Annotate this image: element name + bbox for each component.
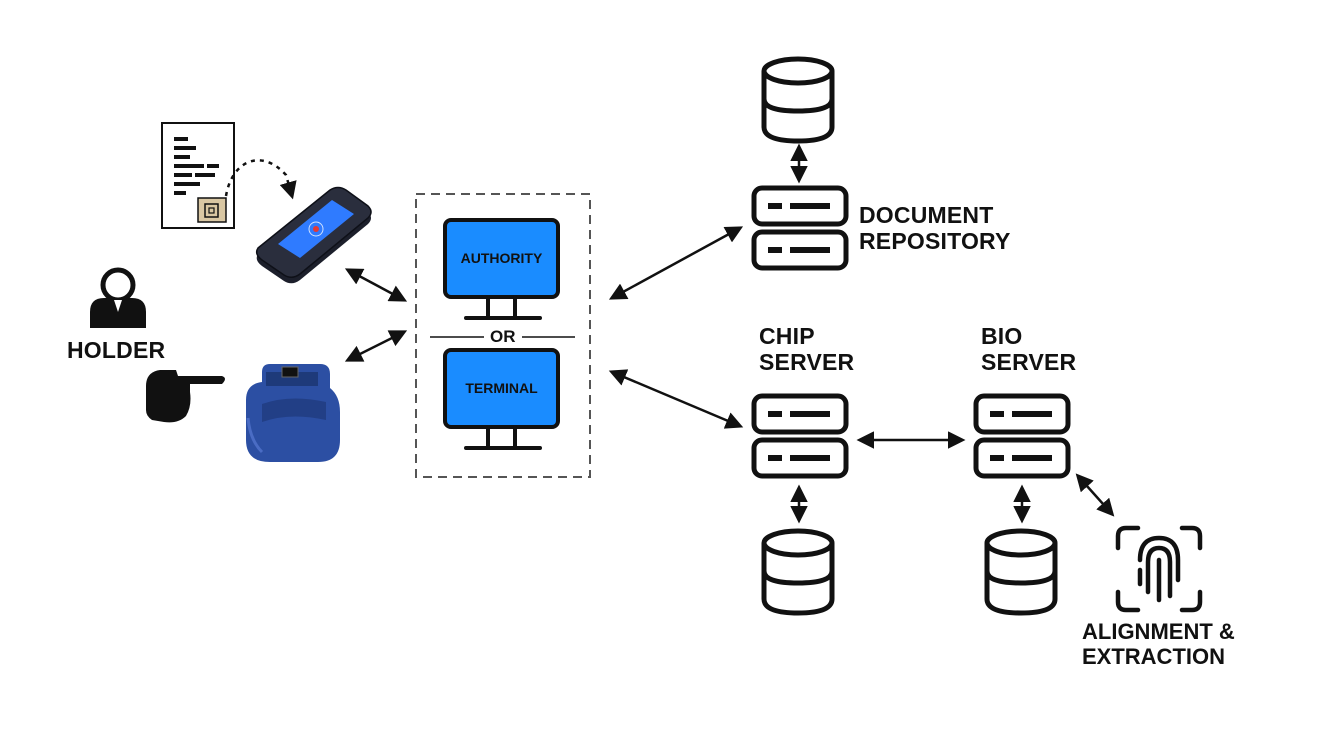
nfc-reader-icon xyxy=(255,186,372,284)
monitor-icon xyxy=(443,218,560,320)
arrow-group-chip-server xyxy=(608,369,744,429)
holder-person-icon xyxy=(90,267,146,328)
bio-server-label-line2: SERVER xyxy=(981,348,1077,375)
chip-server-label-line2: SERVER xyxy=(759,348,855,375)
fingerprint-scanner-icon xyxy=(246,364,340,462)
database-icon xyxy=(761,56,835,144)
arrow-scanner-terminal xyxy=(344,330,408,362)
chip-server-label-line1: CHIP xyxy=(759,323,815,349)
fingerprint-icon xyxy=(1115,525,1203,613)
server-icon xyxy=(751,393,849,479)
or-label: OR xyxy=(484,327,522,347)
server-icon xyxy=(751,185,849,271)
alignment-extraction-label-line2: EXTRACTION xyxy=(1082,643,1225,669)
chip-server-label: CHIP SERVER xyxy=(759,323,855,376)
authority-terminal-group-box xyxy=(415,193,591,478)
authority-label: AUTHORITY xyxy=(460,250,543,266)
database-icon xyxy=(984,528,1058,616)
bio-server-label-line1: BIO xyxy=(981,323,1023,349)
database-icon xyxy=(761,528,835,616)
document-repository-label: DOCUMENT REPOSITORY xyxy=(859,202,1011,255)
server-icon xyxy=(973,393,1071,479)
document-repository-label-line2: REPOSITORY xyxy=(859,227,1011,254)
arrow-bio-server-fingerprint xyxy=(1075,473,1115,517)
arrow-reader-authority xyxy=(344,268,408,302)
bio-server-label: BIO SERVER xyxy=(981,323,1077,376)
chip-read-dotted-arrow xyxy=(224,159,297,200)
alignment-extraction-label-line1: ALIGNMENT & xyxy=(1082,619,1235,644)
monitor-icon xyxy=(443,348,560,450)
terminal-label: TERMINAL xyxy=(465,380,538,396)
arrow-group-document-repository xyxy=(608,226,744,300)
document-repository-label-line1: DOCUMENT xyxy=(859,202,994,228)
pointing-hand-icon xyxy=(146,370,225,423)
document-icon xyxy=(161,122,235,229)
alignment-extraction-label: ALIGNMENT & EXTRACTION xyxy=(1082,619,1235,669)
holder-label: HOLDER xyxy=(67,337,166,363)
